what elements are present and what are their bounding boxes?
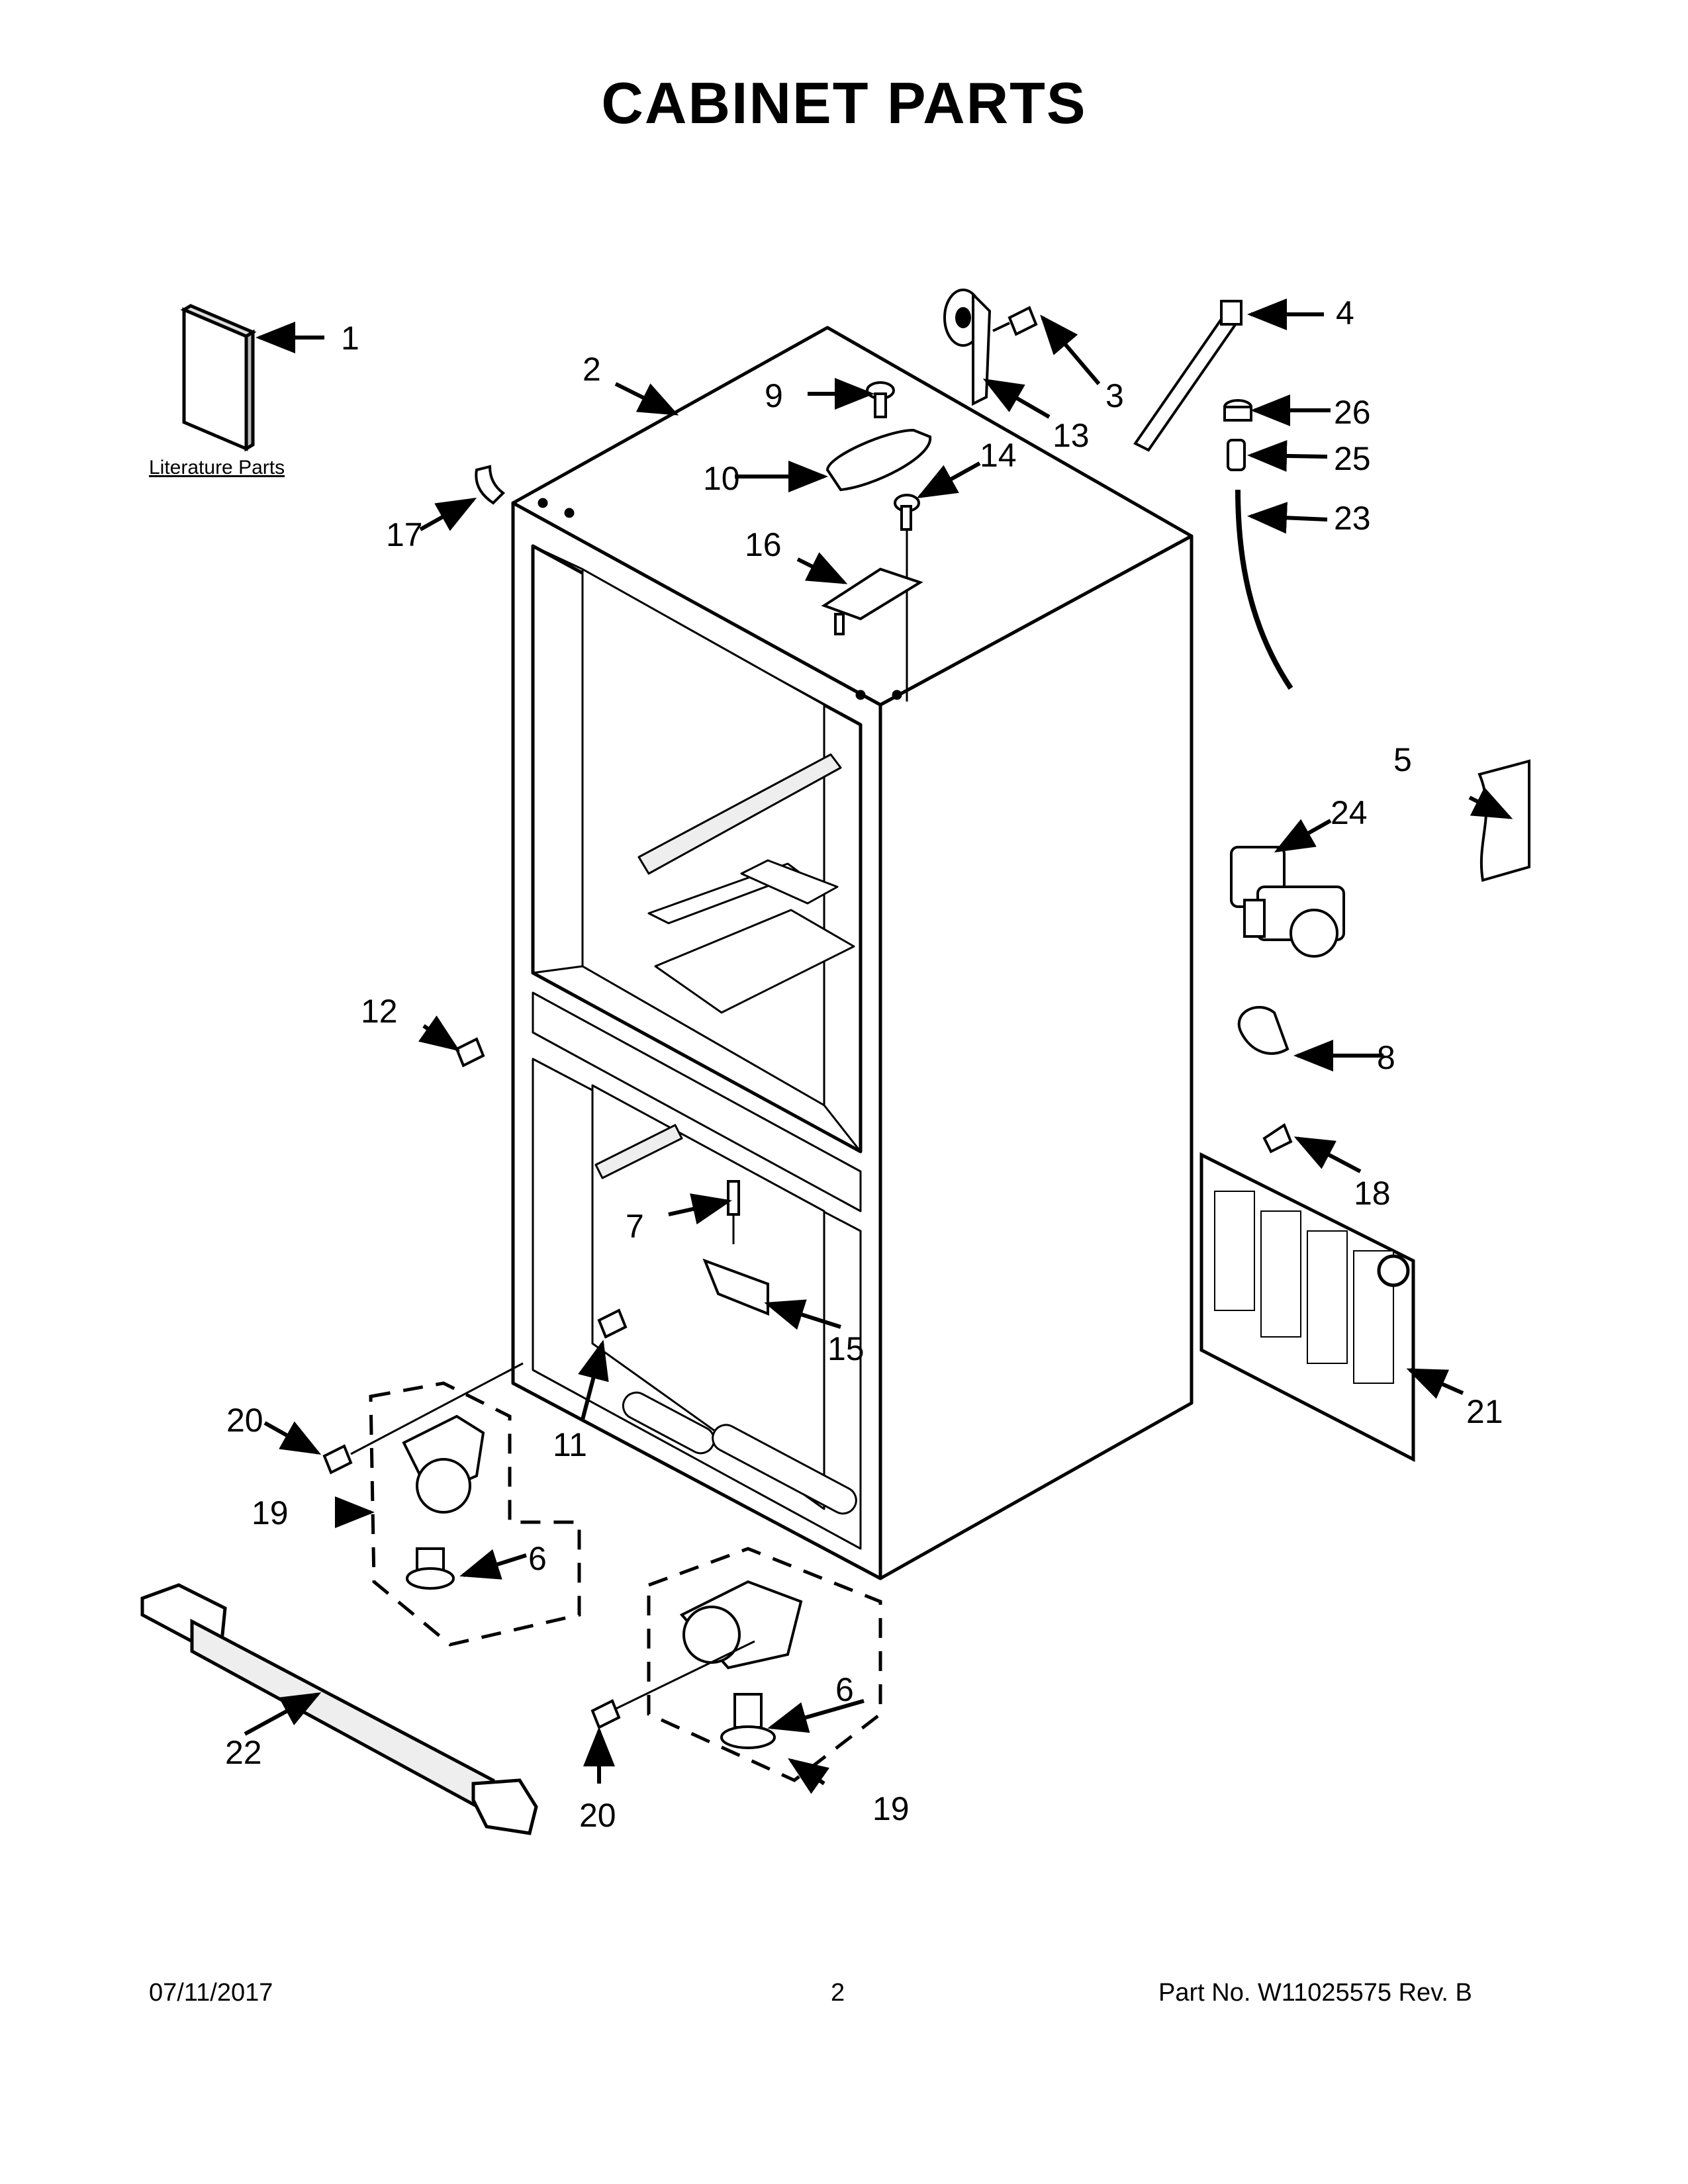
callout-13: 13 [1053, 417, 1090, 454]
page-title: CABINET PARTS [601, 70, 1087, 136]
clip-part-8 [1237, 1005, 1289, 1055]
callout-4: 4 [1336, 295, 1354, 332]
callout-10: 10 [703, 460, 740, 497]
footer-page-number: 2 [831, 1979, 845, 2007]
hinge-plate-part-16 [821, 567, 923, 635]
screw-part-12 [455, 1037, 485, 1068]
screw-part-20-right [590, 1640, 755, 1729]
hinge-cover-part-10 [825, 428, 932, 492]
footer-date: 07/11/2017 [149, 1979, 273, 2007]
callout-3: 3 [1105, 377, 1124, 414]
screw-part-20-left [322, 1362, 524, 1475]
callout-21: 21 [1466, 1393, 1503, 1430]
callout-15: 15 [827, 1330, 865, 1367]
callout-25: 25 [1334, 440, 1371, 477]
callout-5: 5 [1393, 741, 1412, 778]
callout-20-right: 20 [579, 1797, 616, 1834]
literature-booklet [180, 304, 257, 452]
callout-19-left: 19 [252, 1494, 289, 1531]
callout-11: 11 [553, 1426, 587, 1463]
callout-17: 17 [386, 516, 423, 553]
callout-24: 24 [1331, 794, 1368, 831]
callout-12: 12 [361, 993, 398, 1030]
callout-7: 7 [626, 1208, 644, 1245]
callout-22: 22 [225, 1734, 262, 1771]
callout-14: 14 [980, 437, 1017, 474]
literature-parts-label: Literature Parts [149, 457, 285, 478]
water-valve-part-24 [1230, 846, 1345, 958]
clamp-part-26 [1223, 399, 1252, 422]
sleeve-part-25 [1227, 439, 1246, 471]
bracket-part-5 [1477, 759, 1530, 882]
callout-26: 26 [1334, 394, 1371, 431]
footer-part-number: Part No. W11025575 Rev. B [1158, 1979, 1472, 2007]
callout-8: 8 [1377, 1039, 1395, 1076]
callout-2: 2 [583, 351, 601, 388]
gasket-part-17 [475, 465, 506, 505]
base-grille-part-22 [140, 1583, 538, 1835]
roller-assembly-left-part-19 [369, 1381, 581, 1647]
screw-part-11 [597, 1308, 628, 1339]
callout-20-left: 20 [226, 1402, 263, 1439]
callout-19-right: 19 [872, 1790, 910, 1827]
cabinet-body [511, 326, 1194, 1580]
callout-1: 1 [341, 320, 359, 357]
callout-23: 23 [1334, 500, 1371, 537]
water-tube-part-23 [1235, 489, 1293, 690]
roller-assembly-right-part-19 [647, 1547, 882, 1782]
rear-access-panel-part-21 [1199, 1152, 1415, 1463]
screw-part-14 [894, 494, 920, 702]
tube-part-4 [1133, 300, 1243, 452]
screw-part-18 [1262, 1122, 1293, 1154]
callout-18: 18 [1354, 1175, 1391, 1212]
roller-left [402, 1414, 485, 1590]
callout-6-left: 6 [528, 1540, 547, 1577]
screw-part-3 [992, 306, 1038, 336]
callout-arrows [244, 298, 1513, 1794]
callout-9: 9 [765, 377, 783, 414]
callout-6-right: 6 [835, 1671, 854, 1708]
hinge-part-13 [943, 289, 992, 406]
callout-16: 16 [745, 526, 782, 563]
